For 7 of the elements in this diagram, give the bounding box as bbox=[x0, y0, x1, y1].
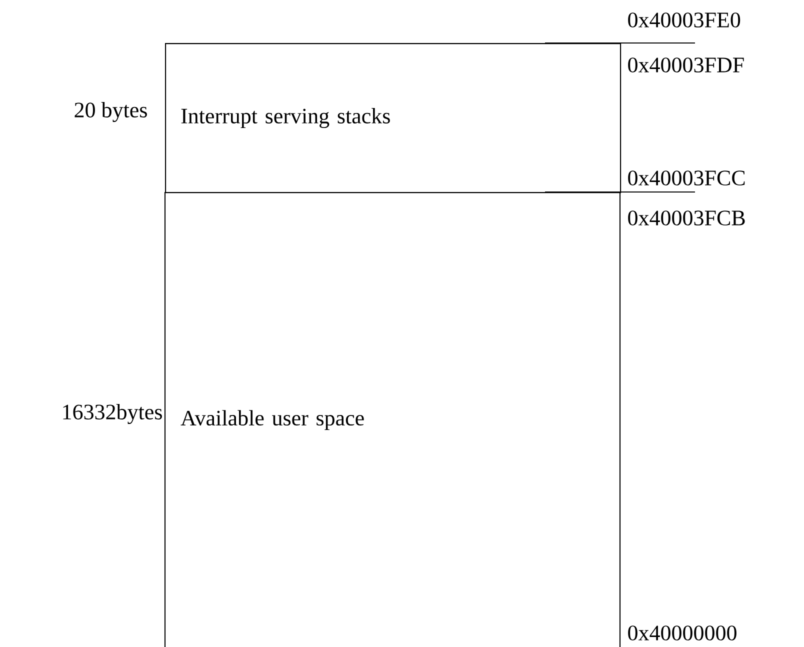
memory-region: Available user space bbox=[164, 191, 621, 647]
size-label: 16332bytes bbox=[63, 404, 162, 424]
memory-region: Interrupt serving stacks bbox=[165, 43, 622, 194]
size-label: 20 bytes bbox=[74, 102, 147, 122]
address-label: 0x40003FCB bbox=[628, 210, 745, 226]
address-label: 0x40003FCC bbox=[628, 170, 745, 186]
address-label: 0x40003FE0 bbox=[628, 12, 740, 28]
